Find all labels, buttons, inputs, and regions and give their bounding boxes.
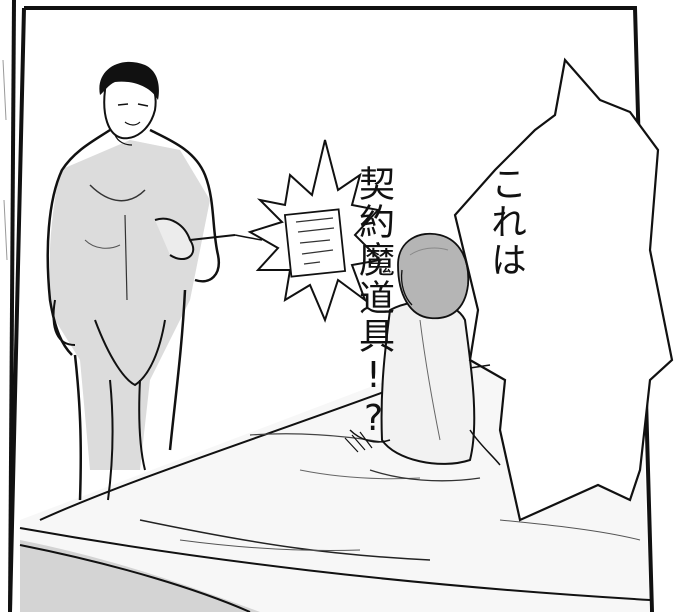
burst-bubble-contract — [234, 139, 383, 323]
speech-bubble-line-1: これは — [485, 165, 526, 279]
bed-area — [19, 330, 651, 612]
speech-bubble-line-2: 契約魔道具!? — [353, 165, 394, 441]
sitting-woman-figure — [344, 232, 501, 482]
speech-bubble-text: これは 契約魔道具!? — [353, 165, 615, 441]
standing-man-figure — [46, 61, 236, 501]
speech-bubble-shape — [453, 57, 674, 522]
